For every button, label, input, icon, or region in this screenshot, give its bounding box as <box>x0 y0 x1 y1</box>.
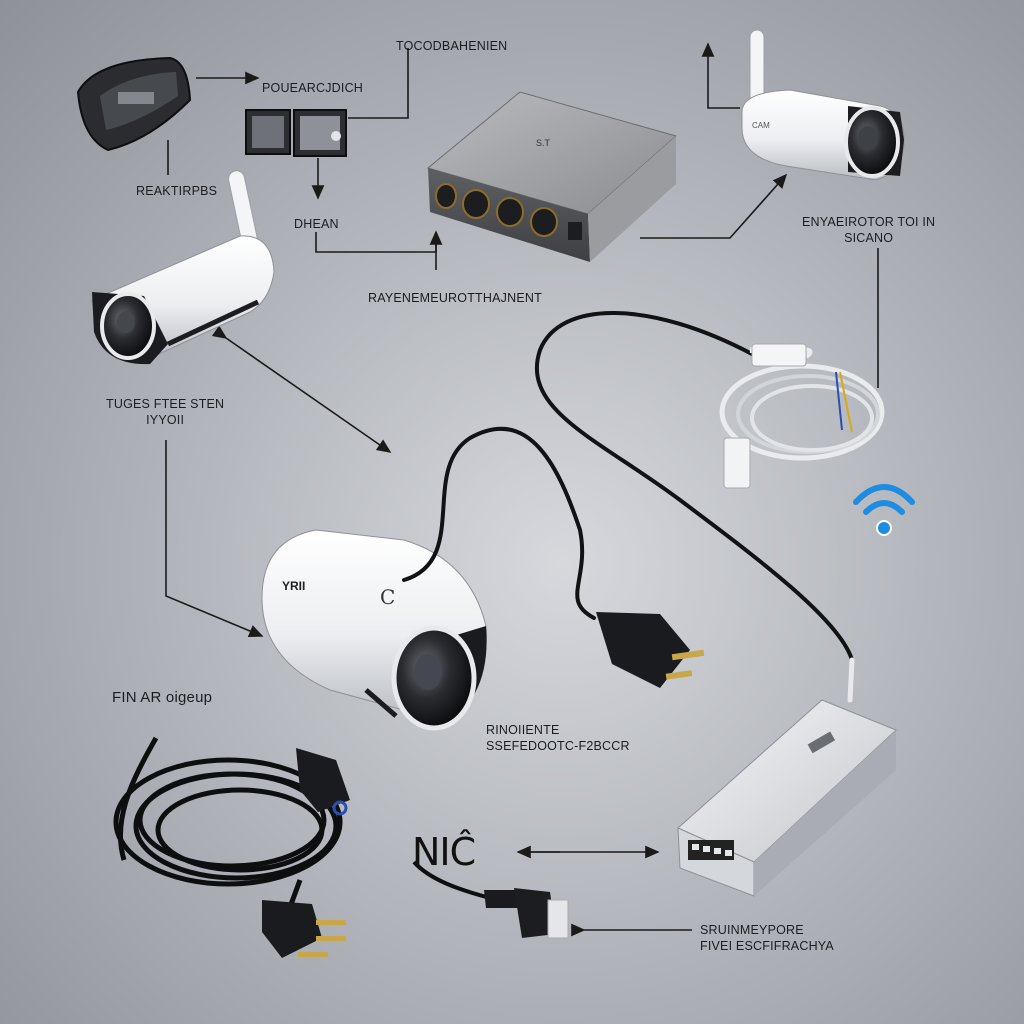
plug-icon <box>596 612 705 688</box>
svg-text:CAM: CAM <box>752 121 770 130</box>
plug-icon <box>262 748 350 958</box>
label-power-adapter: POUEARCJDICH <box>262 81 364 95</box>
label-receivers: REAKTIRPBS <box>136 184 218 198</box>
usb-plug-icon <box>412 860 569 939</box>
label-bottom-right-line1: SRUINMEYPORE <box>700 923 804 937</box>
label-tuges: TUGES FTEE STEN IYYOII <box>106 396 224 428</box>
wifi-icon <box>853 484 915 536</box>
arrow-icon <box>640 173 788 239</box>
label-ethernet-line2: SICANO <box>844 231 894 245</box>
ethernet-cable-icon <box>719 343 885 489</box>
svg-text:YRII: YRII <box>282 579 305 593</box>
label-nic: NIĈ <box>412 830 476 874</box>
arrow-icon <box>348 48 409 119</box>
svg-text:C: C <box>380 585 395 609</box>
arrow-icon <box>211 325 392 453</box>
camera-icon: CAM <box>741 29 905 181</box>
label-middle-line1: RINOIIENTE <box>486 723 560 737</box>
arrow-icon <box>165 440 264 637</box>
cable-icon <box>402 311 855 703</box>
power-adapter-icon <box>677 699 897 897</box>
label-bottom-right-line2: FIVEI ESCFIFRACHYA <box>700 939 834 953</box>
label-rayen: RAYENEMEUROTTHAJNENT <box>368 291 542 305</box>
camera-icon <box>91 170 275 365</box>
label-middle: RINOIIENTE SSEFEDOOTC-F2BCCR <box>486 722 630 754</box>
label-top-center: TOCODBAHENIEN <box>396 39 508 53</box>
label-fiber: FIN AR oigeup <box>112 689 213 706</box>
module-pair-icon <box>245 109 347 157</box>
label-middle-line2: SSEFEDOOTC-F2BCCR <box>486 739 630 753</box>
label-dhem: DHEAN <box>294 217 339 231</box>
connector-arrows <box>165 42 879 937</box>
camera-module-icon <box>76 56 192 152</box>
label-ethernet-line1: ENYAEIROTOR TOI IN <box>802 215 936 229</box>
label-ethernet: ENYAEIROTOR TOI IN SICANO <box>802 214 935 246</box>
arrow-icon <box>701 42 740 109</box>
label-bottom-right: SRUINMEYPORE FIVEI ESCFIFRACHYA <box>700 922 834 954</box>
label-tuges-line2: IYYOII <box>146 413 185 427</box>
power-cable-icon <box>113 736 343 919</box>
arrow-icon <box>315 232 437 253</box>
label-tuges-line1: TUGES FTEE STEN <box>106 397 225 411</box>
switch-icon: S.T <box>426 91 678 262</box>
camera-icon: YRII C <box>261 529 487 731</box>
svg-text:S.T: S.T <box>536 138 551 148</box>
